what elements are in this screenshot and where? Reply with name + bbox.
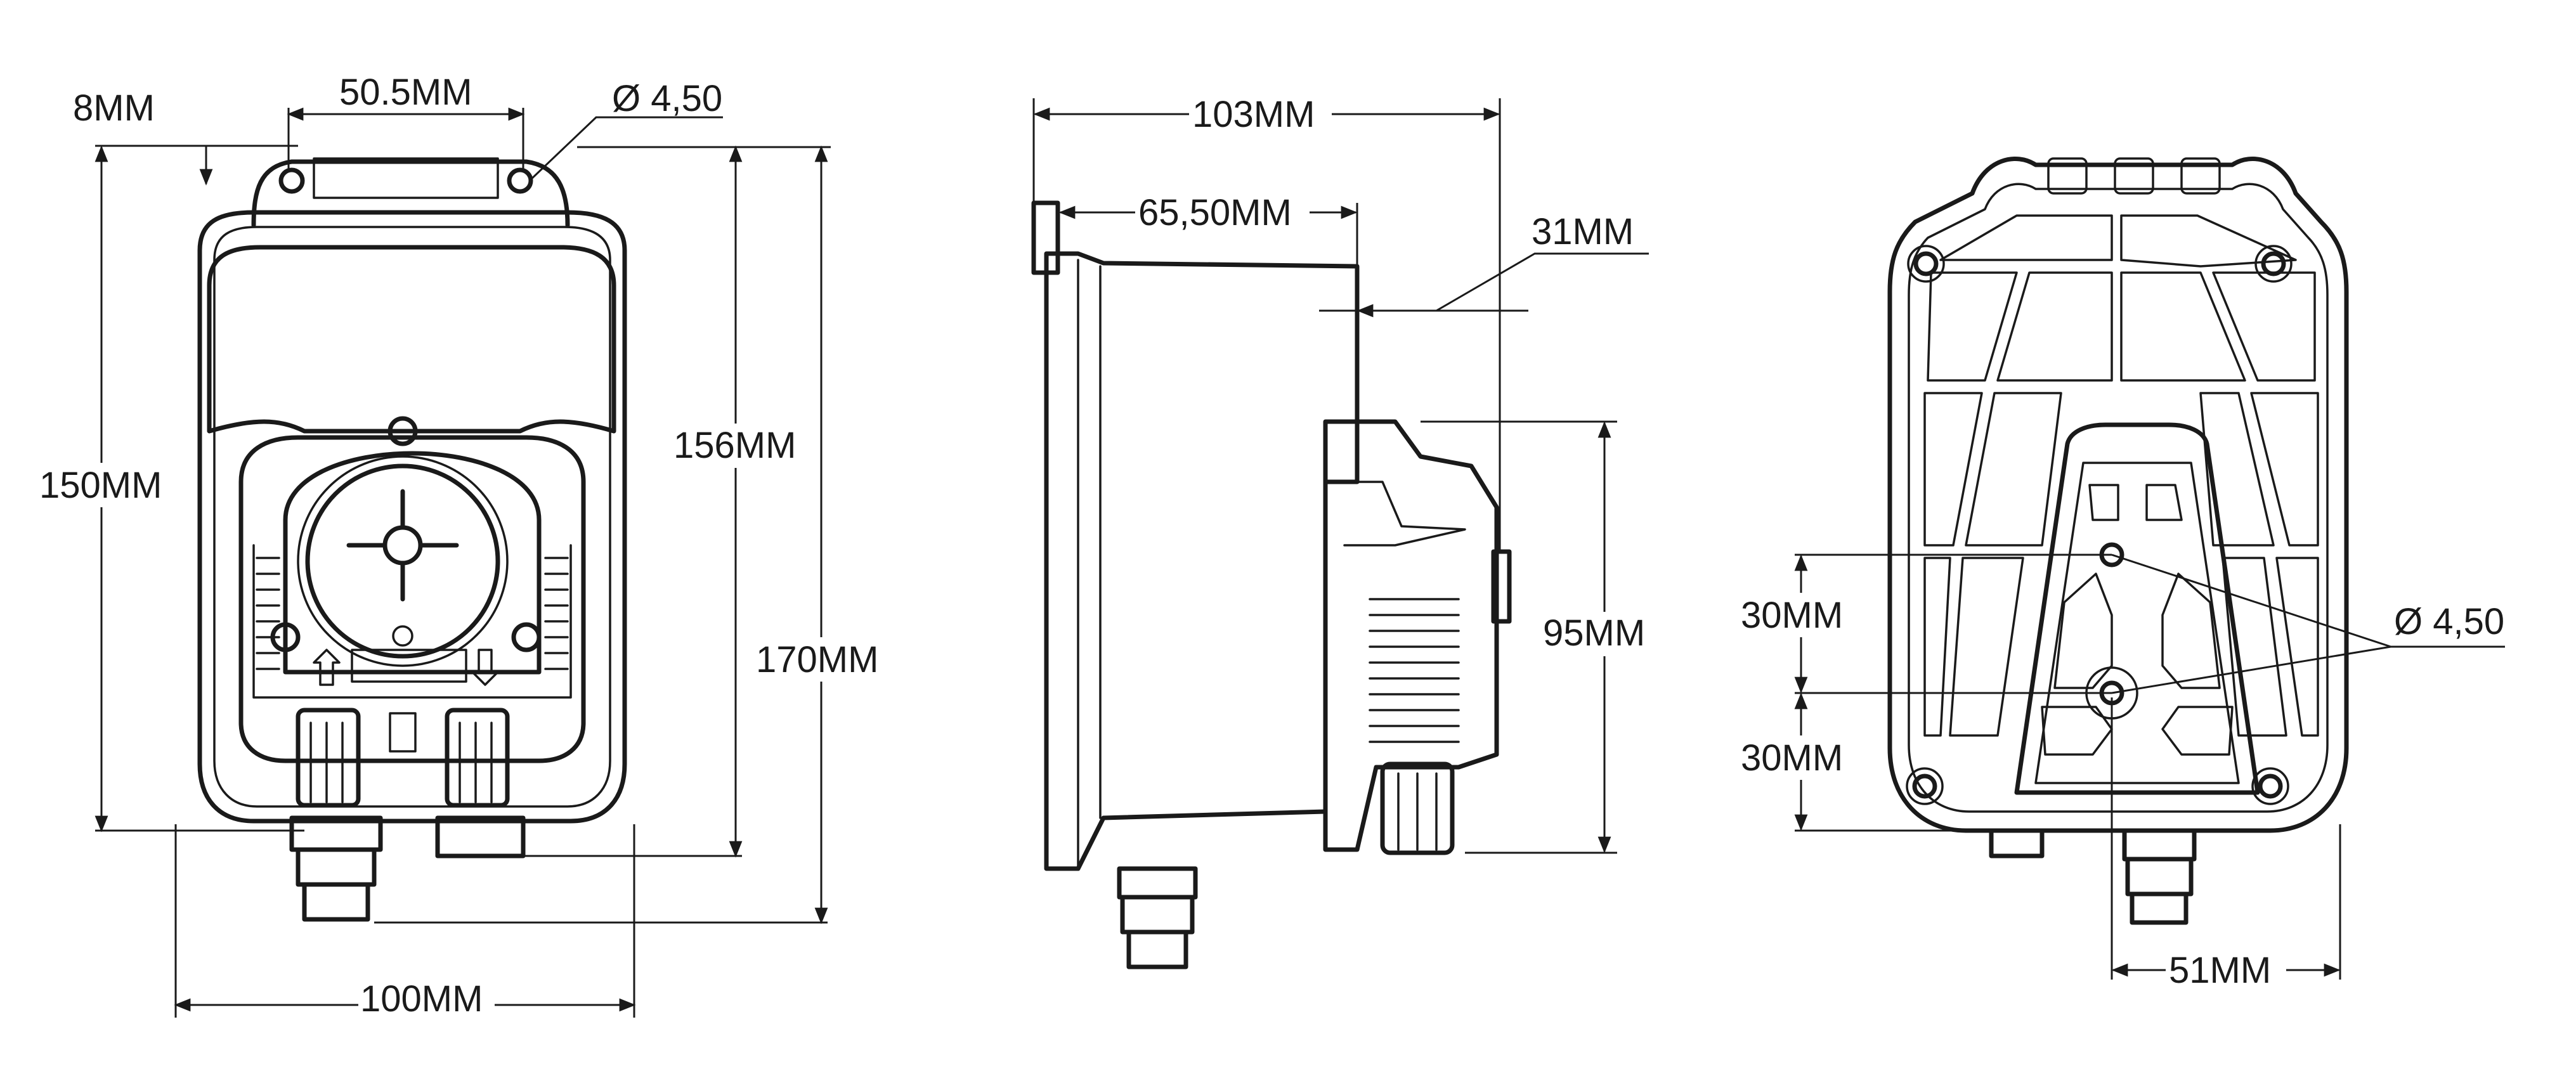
dim-head-depth: 31MM xyxy=(1532,211,1634,252)
dim-height-with-fitting: 156MM xyxy=(673,425,796,466)
dim-hole-spacing: 50.5MM xyxy=(339,72,472,113)
side-view: 103MM 65,50MM 31MM 95MM xyxy=(1031,94,1668,969)
dim-edge-offset: 8MM xyxy=(73,87,155,129)
dim-upper-spacing: 30MM xyxy=(1741,595,1843,636)
dim-height-total: 170MM xyxy=(756,639,878,680)
dim-hole-offset: 51MM xyxy=(2169,950,2271,991)
dim-depth-total: 103MM xyxy=(1192,94,1315,135)
dim-hole-diameter-front: Ø 4,50 xyxy=(612,78,722,119)
dim-width: 100MM xyxy=(360,978,483,1020)
back-view: 30MM 30MM Ø 4,50 51MM xyxy=(1738,157,2505,992)
dim-head-height: 95MM xyxy=(1543,612,1645,654)
dim-hole-diameter-back: Ø 4,50 xyxy=(2394,601,2504,642)
dim-depth-body: 65,50MM xyxy=(1138,192,1292,233)
dim-lower-spacing: 30MM xyxy=(1741,737,1843,779)
front-view: 8MM 50.5MM Ø 4,50 150MM 156MM 170MM 100M… xyxy=(38,72,891,1021)
dim-height-body: 150MM xyxy=(39,465,162,506)
